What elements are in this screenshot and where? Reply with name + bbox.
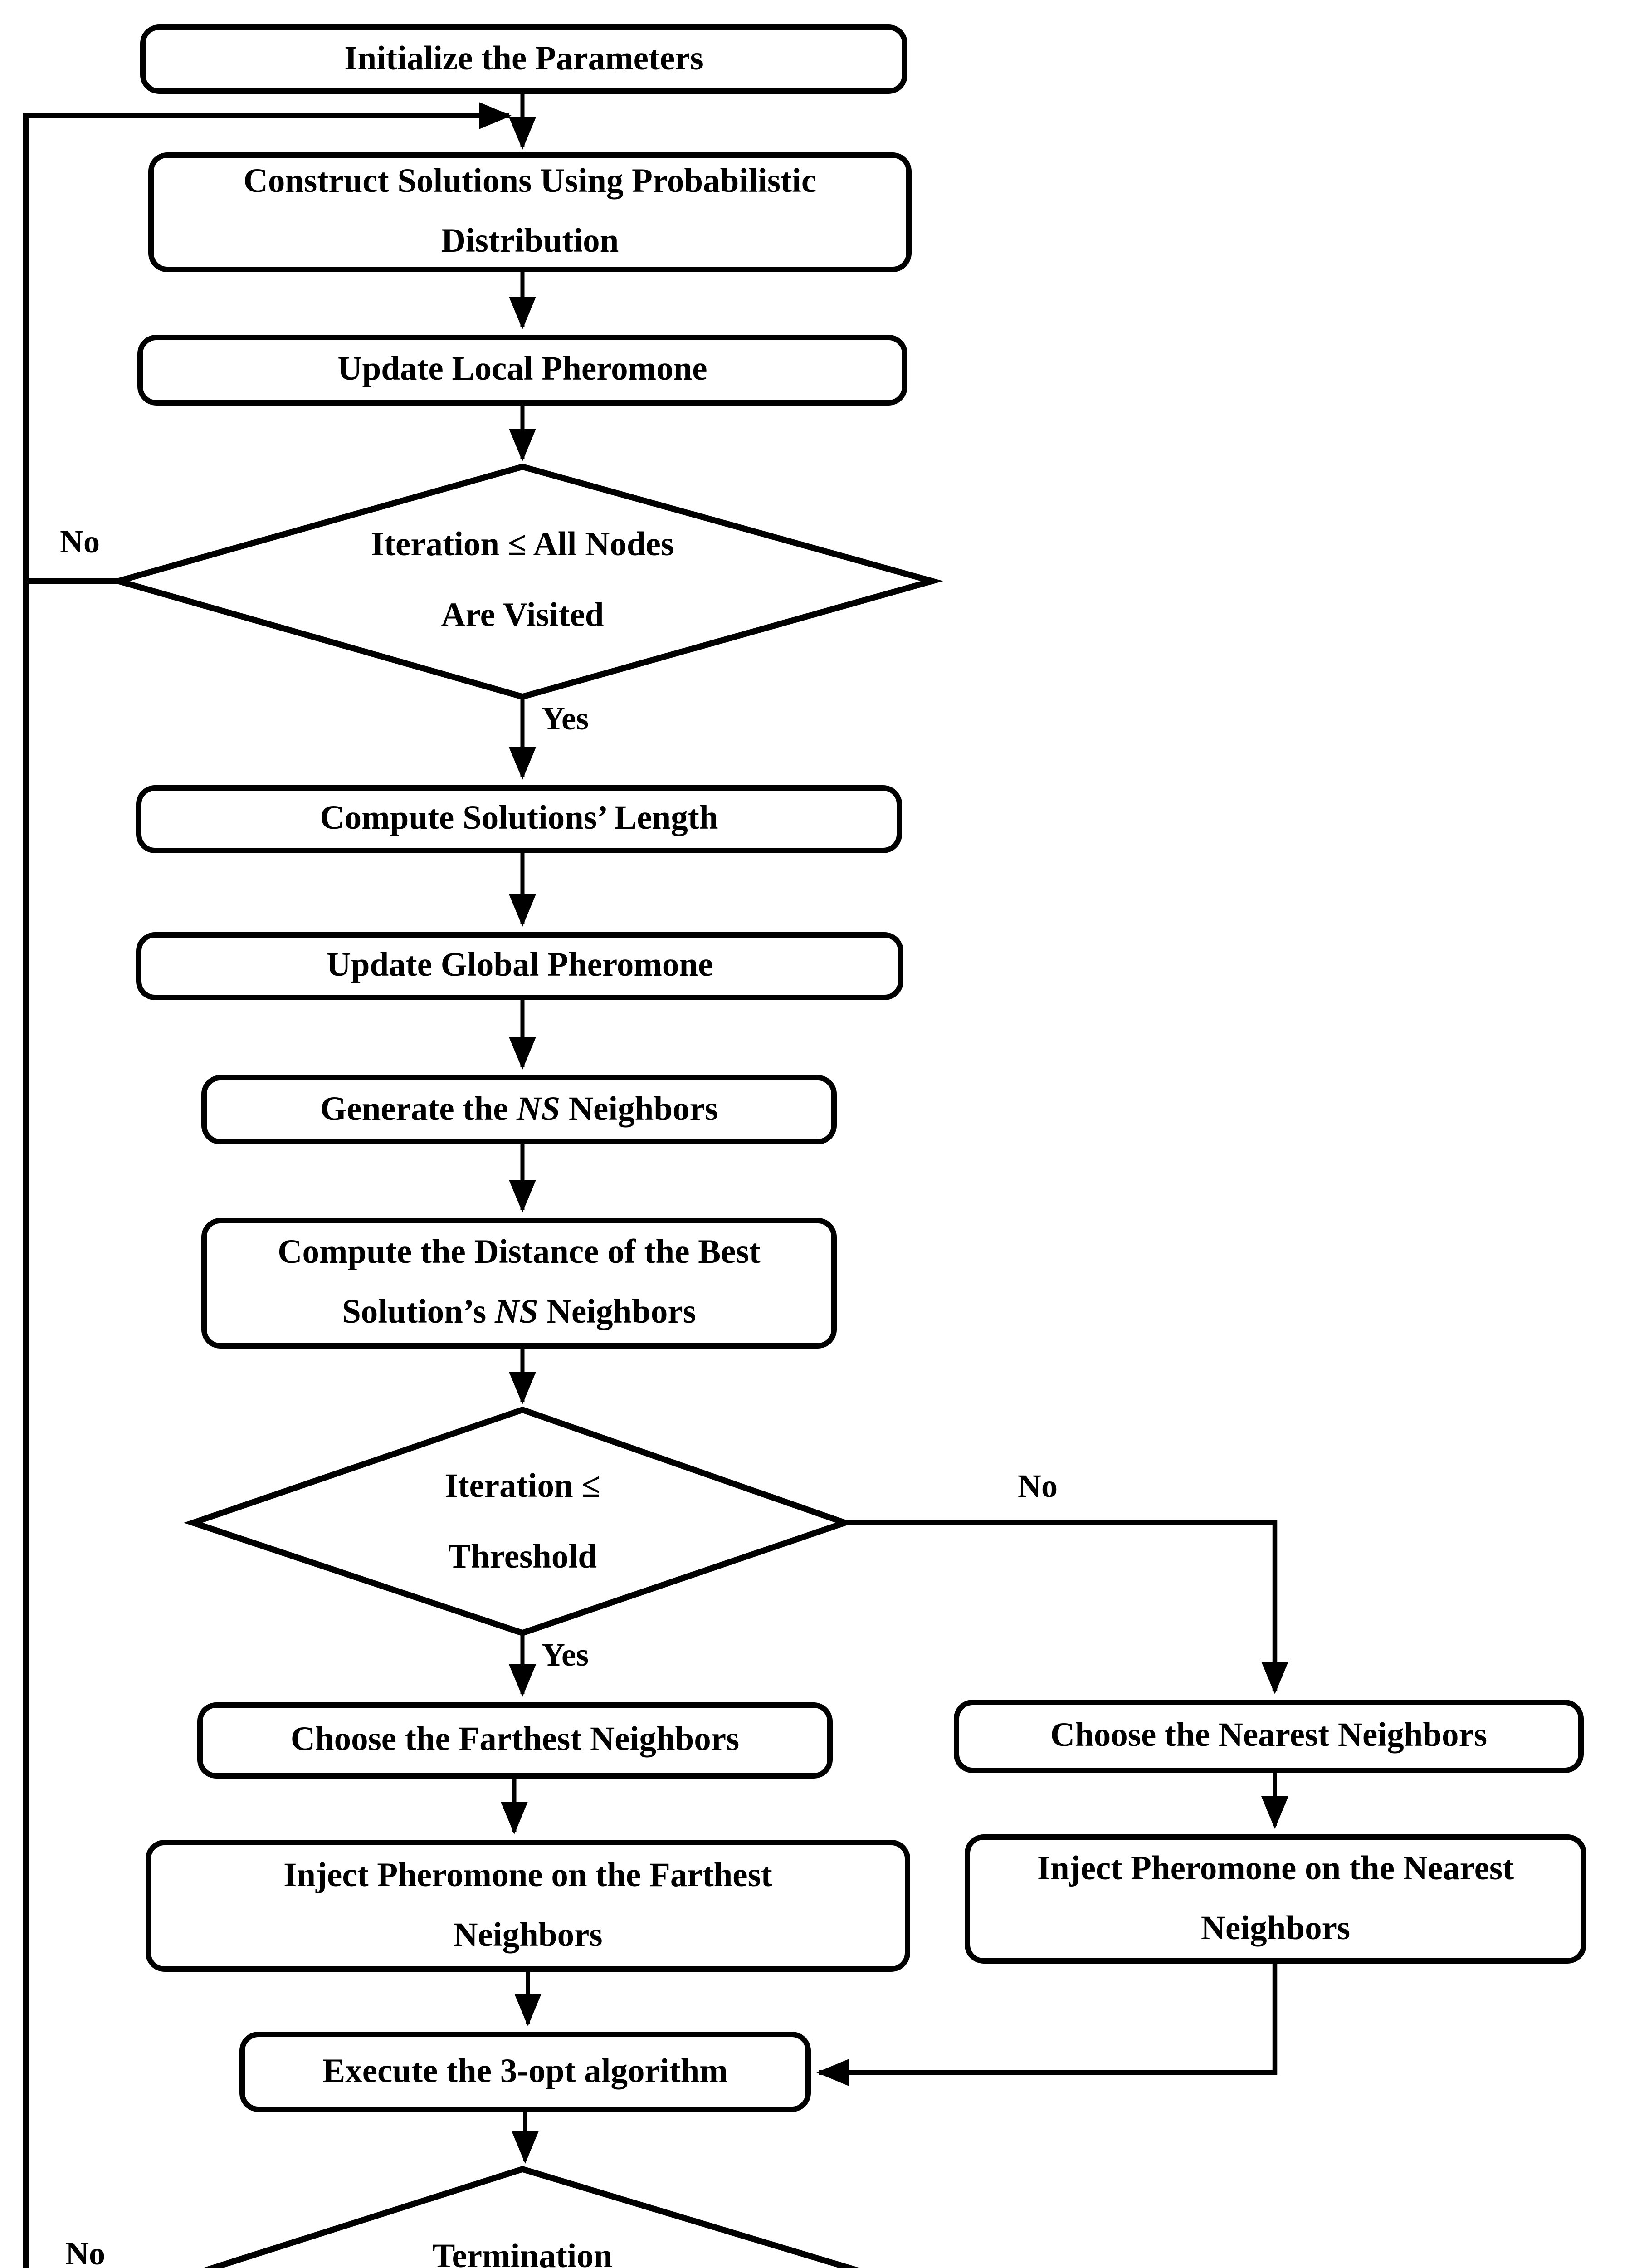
node-label-line1: Inject Pheromone on the Farthest bbox=[283, 1857, 772, 1894]
node-inject-pheromone-farthest: Inject Pheromone on the Farthest Neighbo… bbox=[146, 1840, 910, 1972]
decision-iteration-threshold bbox=[183, 1406, 854, 1637]
node-compute-solutions-length: Compute Solutions’ Length bbox=[136, 785, 902, 853]
node-initialize-parameters: Initialize the Parameters bbox=[140, 24, 907, 94]
node-label-line2: Neighbors bbox=[453, 1916, 603, 1954]
decision-termination-condition bbox=[203, 2165, 860, 2268]
node-execute-3opt: Execute the 3-opt algorithm bbox=[239, 2032, 811, 2112]
node-label: Execute the 3-opt algorithm bbox=[322, 2053, 728, 2090]
node-label: Generate the NS Neighbors bbox=[320, 1090, 718, 1128]
edge-label-yes-diamond2: Yes bbox=[542, 1638, 589, 1674]
node-update-global-pheromone: Update Global Pheromone bbox=[136, 932, 903, 1000]
edge-diamond2-no bbox=[845, 1520, 1288, 1694]
node-label-line1: Compute the Distance of the Best bbox=[278, 1234, 761, 1271]
node-label: Update Local Pheromone bbox=[337, 351, 707, 388]
node-choose-nearest-neighbors: Choose the Nearest Neighbors bbox=[954, 1700, 1584, 1773]
edge-label-no-diamond1: No bbox=[60, 525, 100, 561]
edge-label-yes-diamond1: Yes bbox=[542, 702, 589, 738]
node-label-line2: Distribution bbox=[441, 223, 619, 260]
node-label: Choose the Farthest Neighbors bbox=[290, 1721, 740, 1759]
node-choose-farthest-neighbors: Choose the Farthest Neighbors bbox=[197, 1702, 833, 1779]
node-label-line2: Solution’s NS Neighbors bbox=[342, 1294, 696, 1331]
node-label-line1: Inject Pheromone on the Nearest bbox=[1037, 1850, 1514, 1887]
node-inject-pheromone-nearest: Inject Pheromone on the Nearest Neighbor… bbox=[965, 1834, 1586, 1964]
node-update-local-pheromone: Update Local Pheromone bbox=[137, 335, 907, 406]
node-compute-distance-ns-neighbors: Compute the Distance of the Best Solutio… bbox=[201, 1218, 837, 1349]
edge-no-loop-return bbox=[23, 102, 512, 2268]
decision-iteration-all-nodes bbox=[107, 463, 943, 700]
node-label: Initialize the Parameters bbox=[344, 40, 703, 77]
node-construct-solutions: Construct Solutions Using Probabilistic … bbox=[148, 152, 912, 272]
node-label: Choose the Nearest Neighbors bbox=[1050, 1717, 1488, 1755]
node-generate-ns-neighbors: Generate the NS Neighbors bbox=[201, 1075, 837, 1144]
edge-label-no-diamond2: No bbox=[1018, 1470, 1058, 1505]
node-label-line2: Neighbors bbox=[1200, 1910, 1351, 1947]
node-label: Update Global Pheromone bbox=[326, 947, 713, 984]
edge-label-no-diamond3: No bbox=[65, 2237, 106, 2268]
edge-injectnear-to-execute bbox=[816, 1964, 1278, 2086]
node-label-line1: Construct Solutions Using Probabilistic bbox=[243, 163, 817, 200]
node-label: Compute Solutions’ Length bbox=[320, 800, 718, 837]
